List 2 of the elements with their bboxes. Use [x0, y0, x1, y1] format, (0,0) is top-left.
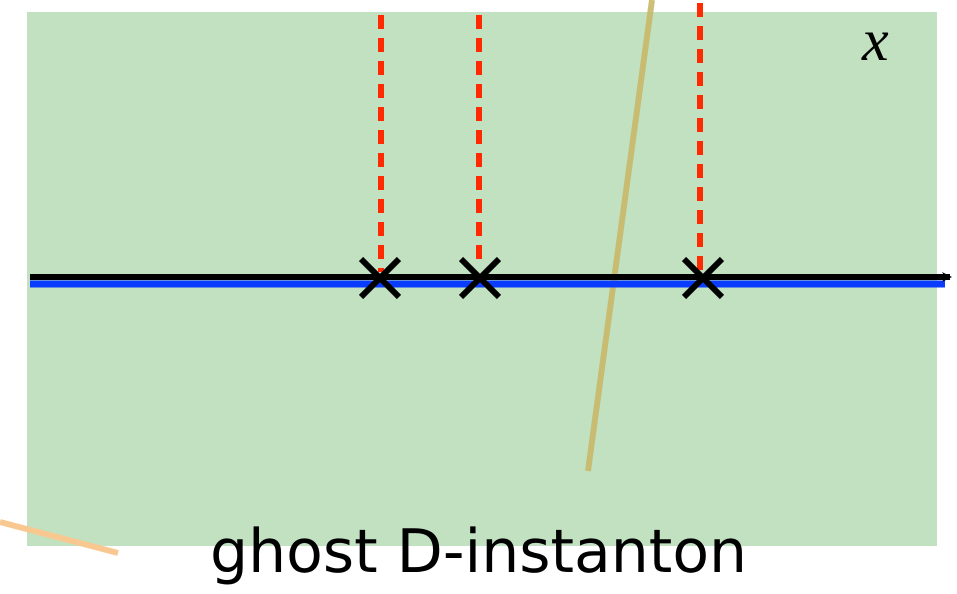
axis-label: x — [862, 10, 889, 70]
caption-text: ghost D-instanton — [210, 522, 748, 582]
